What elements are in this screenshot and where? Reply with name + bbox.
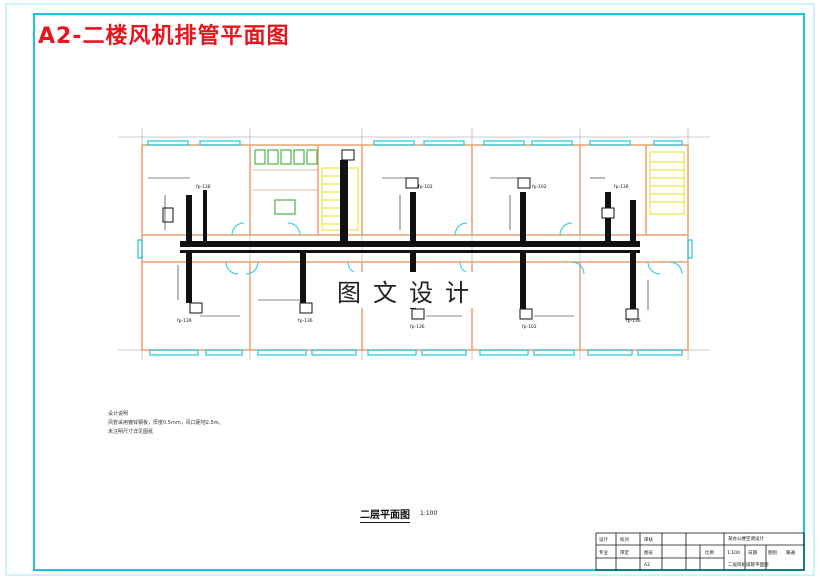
svg-text:1:100: 1:100 [727, 550, 740, 556]
unit-labels: fp-136 fp-102 fp-102 fp-136 fp-136 fp-13… [177, 184, 641, 330]
svg-text:设计: 设计 [599, 536, 608, 543]
note-line: 设计说明 [108, 411, 129, 417]
unit-label: fp-102 [418, 184, 433, 190]
main-duct [180, 241, 640, 253]
svg-text:A2: A2 [644, 562, 650, 568]
doors [225, 222, 683, 275]
note-line: 风管采用镀锌钢板，厚度0.5mm，风口距地2.5m。 [108, 420, 224, 426]
windows [137, 140, 693, 356]
unit-label: fp-102 [532, 184, 547, 190]
design-notes: 设计说明 风管采用镀锌钢板，厚度0.5mm，风口距地2.5m。 未注明尺寸详见图… [108, 410, 224, 437]
svg-text:比例: 比例 [705, 549, 714, 556]
svg-text:审定: 审定 [620, 549, 629, 556]
svg-text:某办公楼空调设计: 某办公楼空调设计 [728, 535, 764, 542]
unit-label: fp-136 [626, 318, 641, 324]
watermark: 图文设计 [326, 272, 492, 308]
svg-text:日期: 日期 [748, 550, 757, 556]
svg-text:专业: 专业 [599, 549, 608, 556]
dimension-lines [148, 177, 649, 317]
title-block [595, 532, 805, 571]
svg-text:校对: 校对 [620, 536, 629, 543]
restroom-partitions [252, 169, 318, 191]
svg-text:暖通: 暖通 [786, 549, 795, 556]
unit-label: fp-136 [196, 184, 211, 190]
plan-scale: 1:100 [420, 510, 438, 517]
svg-text:审核: 审核 [644, 536, 653, 543]
unit-label: fp-102 [522, 324, 537, 330]
plan-caption: 二层平面图 [360, 506, 410, 523]
page-title: A2-二楼风机排管平面图 [38, 24, 290, 49]
unit-label: fp-136 [177, 318, 192, 324]
restroom-fixtures [254, 149, 318, 215]
inner-frame [33, 13, 805, 571]
unit-label: fp-136 [614, 184, 629, 190]
unit-label: fp-136 [298, 318, 313, 324]
svg-text:二层风机排管平面图: 二层风机排管平面图 [728, 561, 769, 568]
svg-text:图号: 图号 [644, 550, 653, 556]
stair-right [649, 151, 685, 215]
fan-coil-units [162, 149, 639, 320]
outer-frame [5, 3, 815, 576]
svg-text:图别: 图别 [768, 549, 777, 556]
unit-label: fp-136 [410, 324, 425, 330]
note-line: 未注明尺寸详见图纸 [108, 429, 154, 435]
title-block-text: 设计 校对 审核 专业 审定 图号 A2 比例 1:100 日期 图别 暖通 某… [599, 535, 795, 568]
